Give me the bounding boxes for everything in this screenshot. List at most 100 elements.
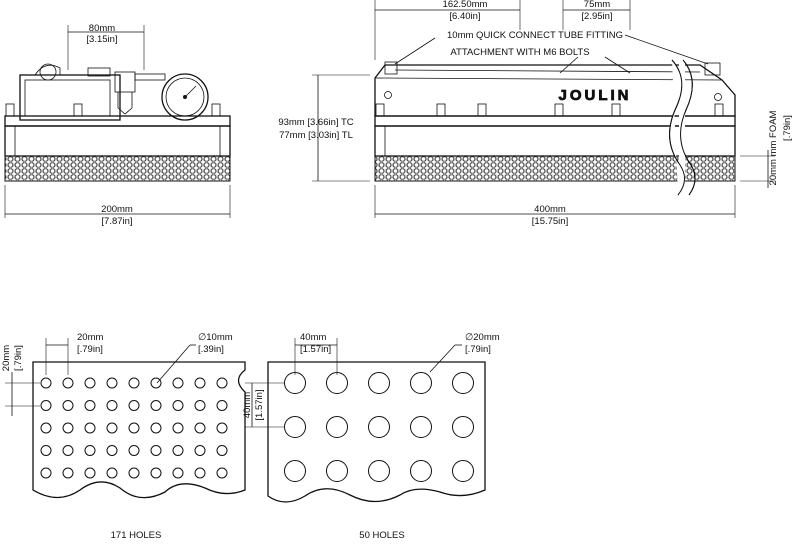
height-tl-label: 77mm [3.03in] TL	[279, 130, 353, 141]
hole	[128, 377, 140, 389]
large-hole-diameter-in-label: [.79in]	[465, 344, 491, 355]
hole	[172, 467, 184, 479]
side-length-top-label: 162.50mm	[443, 0, 488, 10]
hole	[106, 445, 118, 456]
hole	[128, 467, 140, 479]
small-pitch-label: 20mm	[77, 332, 103, 343]
hole	[452, 416, 474, 438]
side-bolt	[384, 91, 392, 99]
hole	[128, 422, 140, 434]
hole	[62, 377, 74, 389]
hole	[106, 377, 118, 389]
hole	[106, 400, 118, 411]
right-fitting	[704, 62, 721, 76]
side-view: JOULIN 162.50mm [6.40in] 75mm [2.95in] 1…	[278, 0, 793, 227]
large-pattern-plate	[267, 361, 486, 503]
side-bolt	[714, 93, 722, 101]
side-total-length-label: 400mm	[534, 204, 566, 215]
hole	[216, 467, 228, 479]
small-hole-diameter-label: ∅10mm	[198, 332, 233, 343]
hole	[84, 445, 96, 456]
hole	[172, 445, 184, 456]
hole	[128, 445, 140, 456]
hole	[172, 377, 184, 389]
hole	[368, 460, 390, 482]
small-hole-pattern: 20mm [.79in] 20mm [.79in] ∅10mm [.39in] …	[1, 332, 246, 541]
hole	[410, 460, 432, 482]
hole	[284, 416, 306, 438]
hole	[40, 400, 52, 411]
small-vpitch-label: 20mm	[1, 345, 12, 371]
hole	[106, 467, 118, 479]
hole	[84, 377, 96, 389]
hole	[40, 377, 52, 389]
fitting-block	[114, 71, 136, 93]
pressure-gauge	[161, 73, 209, 121]
front-view: 80mm [3.15in] 200mm [7.87in]	[4, 23, 231, 227]
hole	[194, 400, 206, 411]
small-hole-diameter-in-label: [.39in]	[198, 344, 224, 355]
hole	[216, 400, 228, 411]
large-pitch-label: 40mm	[300, 332, 326, 343]
foam-thickness-in-label: [.79in]	[782, 115, 793, 141]
side-length-top-in-label: [6.40in]	[449, 11, 480, 22]
front-foam	[4, 155, 231, 182]
front-width-label: 80mm	[89, 23, 115, 34]
hole	[284, 372, 306, 394]
brand-logo: JOULIN	[558, 87, 631, 104]
front-total-width-label: 200mm	[101, 204, 133, 215]
hole	[194, 422, 206, 434]
large-vpitch-label: 40mm	[242, 392, 253, 418]
hole	[106, 422, 118, 434]
hole	[410, 416, 432, 438]
hole	[150, 422, 162, 434]
hole	[216, 422, 228, 434]
side-spacing-label: 75mm	[584, 0, 610, 10]
hole	[128, 400, 140, 411]
hole	[368, 416, 390, 438]
hole	[150, 400, 162, 411]
small-pattern-plate	[32, 361, 246, 499]
hole	[368, 372, 390, 394]
side-foam	[374, 155, 736, 182]
hole	[62, 422, 74, 434]
hole	[452, 372, 474, 394]
foam-thickness-label: 20mm mm FOAM	[768, 110, 779, 185]
hole	[150, 445, 162, 456]
hole	[216, 445, 228, 456]
hole	[84, 467, 96, 479]
large-vpitch-in-label: [1.57in]	[254, 389, 265, 420]
hole	[194, 467, 206, 479]
large-holes-caption: 50 HOLES	[359, 530, 404, 541]
side-total-length-in-label: [15.75in]	[532, 216, 568, 227]
m6-bolts-callout: ATTACHMENT WITH M6 BOLTS	[450, 47, 589, 58]
hole	[326, 416, 348, 438]
hole	[62, 445, 74, 456]
large-pitch-in-label: [1.57in]	[300, 344, 331, 355]
large-hole-diameter-label: ∅20mm	[465, 332, 500, 343]
hole	[326, 460, 348, 482]
hole	[40, 422, 52, 434]
hole	[62, 467, 74, 479]
hole	[284, 460, 306, 482]
hole	[40, 467, 52, 479]
hole	[40, 445, 52, 456]
height-tc-label: 93mm [3.66in] TC	[278, 117, 353, 128]
small-pitch-in-label: [.79in]	[77, 344, 103, 355]
hole	[172, 400, 184, 411]
small-holes-caption: 171 HOLES	[111, 530, 162, 541]
regulator-housing	[19, 74, 121, 121]
hole	[410, 372, 432, 394]
hole	[172, 422, 184, 434]
left-fitting	[384, 61, 398, 75]
hole	[150, 467, 162, 479]
hole	[150, 377, 162, 389]
small-vpitch-in-label: [.79in]	[13, 345, 24, 371]
side-spacing-in-label: [2.95in]	[581, 11, 612, 22]
large-hole-pattern: 40mm [1.57in] 40mm [1.57in] ∅20mm [.79in…	[242, 332, 500, 541]
hole	[62, 400, 74, 411]
front-body	[4, 125, 231, 157]
hole	[216, 377, 228, 389]
hole	[194, 377, 206, 389]
